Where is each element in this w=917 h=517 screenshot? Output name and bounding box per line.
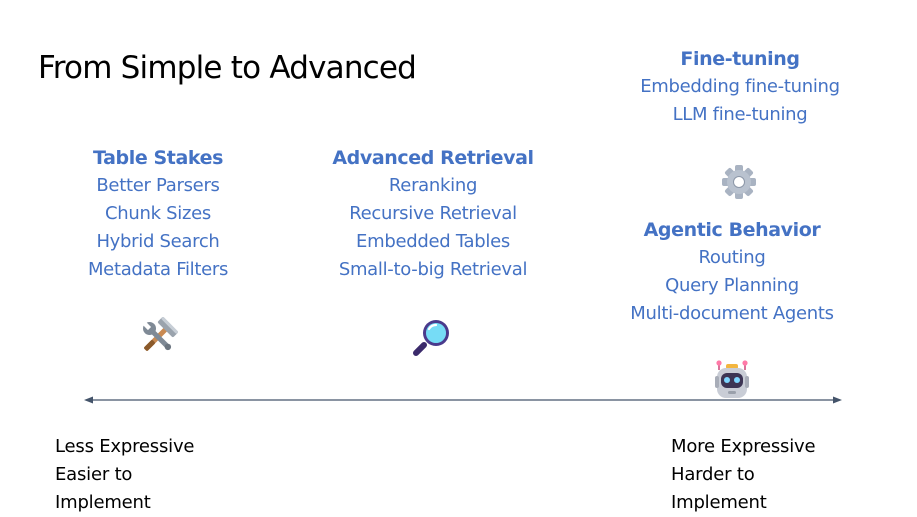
- hammer-and-wrench-icon: [142, 317, 178, 351]
- caption-line: Easier to: [55, 464, 133, 485]
- caption-line: More Expressive: [671, 436, 816, 457]
- list-item: Multi-document Agents: [630, 303, 834, 324]
- axis-right-caption: More Expressive Harder to Implement: [671, 433, 816, 517]
- caption-line: Less Expressive: [55, 436, 195, 457]
- list-item: Routing: [698, 247, 766, 268]
- column-table-stakes: Table Stakes Better Parsers Chunk Sizes …: [58, 144, 258, 284]
- list-item: LLM fine-tuning: [672, 104, 808, 125]
- caption-line: Implement: [55, 492, 151, 513]
- column-fine-tuning: Fine-tuning Embedding fine-tuning LLM fi…: [600, 45, 880, 129]
- axis-left-arrow: [84, 396, 93, 404]
- caption-line: Implement: [671, 492, 767, 513]
- page-title: From Simple to Advanced: [38, 50, 417, 86]
- list-item: Embedded Tables: [356, 231, 510, 252]
- expressiveness-axis: [84, 396, 842, 404]
- magnifying-glass-icon: [413, 320, 449, 356]
- list-item: Query Planning: [665, 275, 799, 296]
- axis-right-arrow: [833, 396, 842, 404]
- robot-icon: [715, 360, 749, 398]
- list-item: Reranking: [388, 175, 478, 196]
- gear-icon: [722, 165, 756, 199]
- list-item: Hybrid Search: [96, 231, 220, 252]
- list-item: Embedding fine-tuning: [640, 76, 840, 97]
- list-item: Chunk Sizes: [105, 203, 211, 224]
- list-item: Recursive Retrieval: [349, 203, 517, 224]
- axis-left-caption: Less Expressive Easier to Implement: [55, 433, 194, 517]
- list-item: Better Parsers: [96, 175, 220, 196]
- column-heading: Agentic Behavior: [643, 219, 821, 241]
- column-heading: Table Stakes: [92, 147, 224, 169]
- list-item: Small-to-big Retrieval: [338, 259, 528, 280]
- caption-line: Harder to: [671, 464, 755, 485]
- column-advanced-retrieval: Advanced Retrieval Reranking Recursive R…: [318, 144, 548, 284]
- column-heading: Advanced Retrieval: [332, 147, 534, 169]
- column-heading: Fine-tuning: [680, 48, 800, 70]
- column-agentic-behavior: Agentic Behavior Routing Query Planning …: [600, 216, 864, 328]
- list-item: Metadata Filters: [87, 259, 229, 280]
